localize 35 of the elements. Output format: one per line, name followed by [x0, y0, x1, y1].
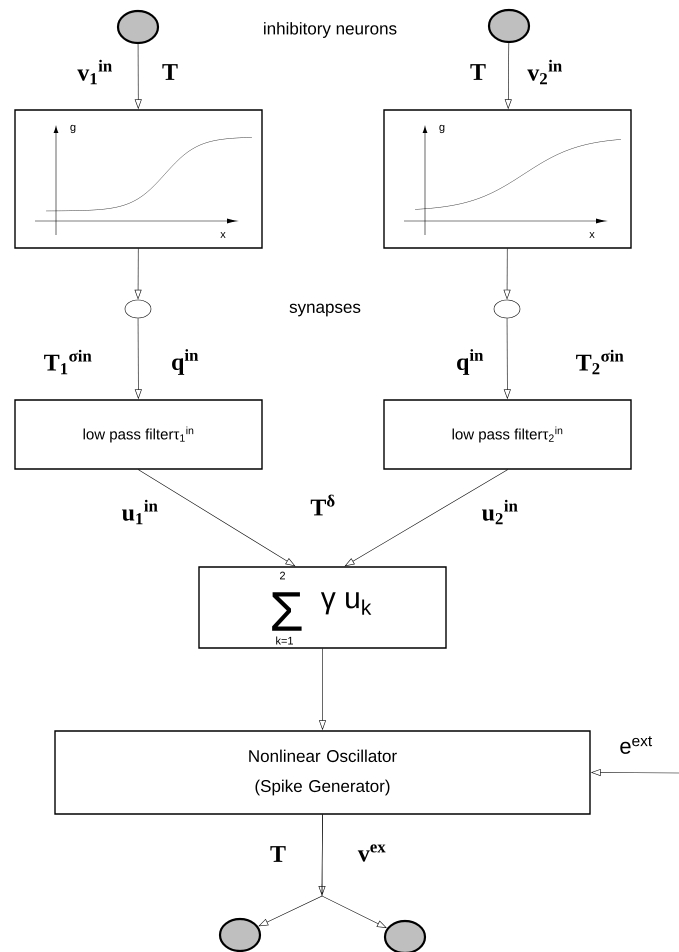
edge-label: e$^{ext}$ [618, 735, 654, 755]
signal-label: T [162, 64, 178, 80]
filter-box: low pass filterτ$_{1}$in [14, 399, 263, 470]
arrow [138, 469, 296, 566]
signal-label: u$_{1}$in [122, 500, 158, 524]
neuron-circle [488, 8, 530, 44]
sum-limit: 2 [280, 572, 285, 580]
axis-label: x [589, 232, 595, 238]
signal-label: T$_{1}$σin [44, 350, 92, 374]
signal-label: u$_{2}$in [482, 500, 518, 524]
signal-label: T$^{δ}$ [310, 494, 334, 516]
synapse-circle [124, 300, 152, 318]
filter-box: low pass filterτ$_{2}$in [383, 399, 632, 470]
axis-label: g [439, 124, 444, 134]
signal-label: T [270, 846, 286, 862]
caption-text: synapses [290, 304, 360, 316]
axis-label: x [220, 232, 226, 238]
caption-text: inhibitory neurons [264, 22, 396, 38]
neuron-circle [116, 10, 160, 44]
oscillator-box: Nonlinear Oscillator (Spike Generator) [54, 730, 591, 815]
signal-label: v$^{ex}$ [358, 844, 386, 862]
neuron-circle [384, 920, 426, 952]
sum-limit: k=1 [276, 636, 293, 644]
signal-label: q$^{in}$ [172, 349, 198, 375]
signal-label: v$_{1}$in [77, 60, 112, 84]
signal-label: T$_{2}$σin [576, 350, 624, 374]
sum-symbol: Σ [272, 592, 302, 631]
arrow [344, 469, 508, 566]
sum-term: γ u$_{k}$ [320, 592, 372, 615]
synapse-circle [494, 300, 520, 318]
signal-label: v$_{2}$in [527, 60, 562, 84]
signal-label: q$^{in}$ [457, 349, 484, 375]
signal-label: T [470, 64, 486, 80]
axis-label: g [70, 124, 76, 134]
neuron-circle [218, 918, 262, 952]
